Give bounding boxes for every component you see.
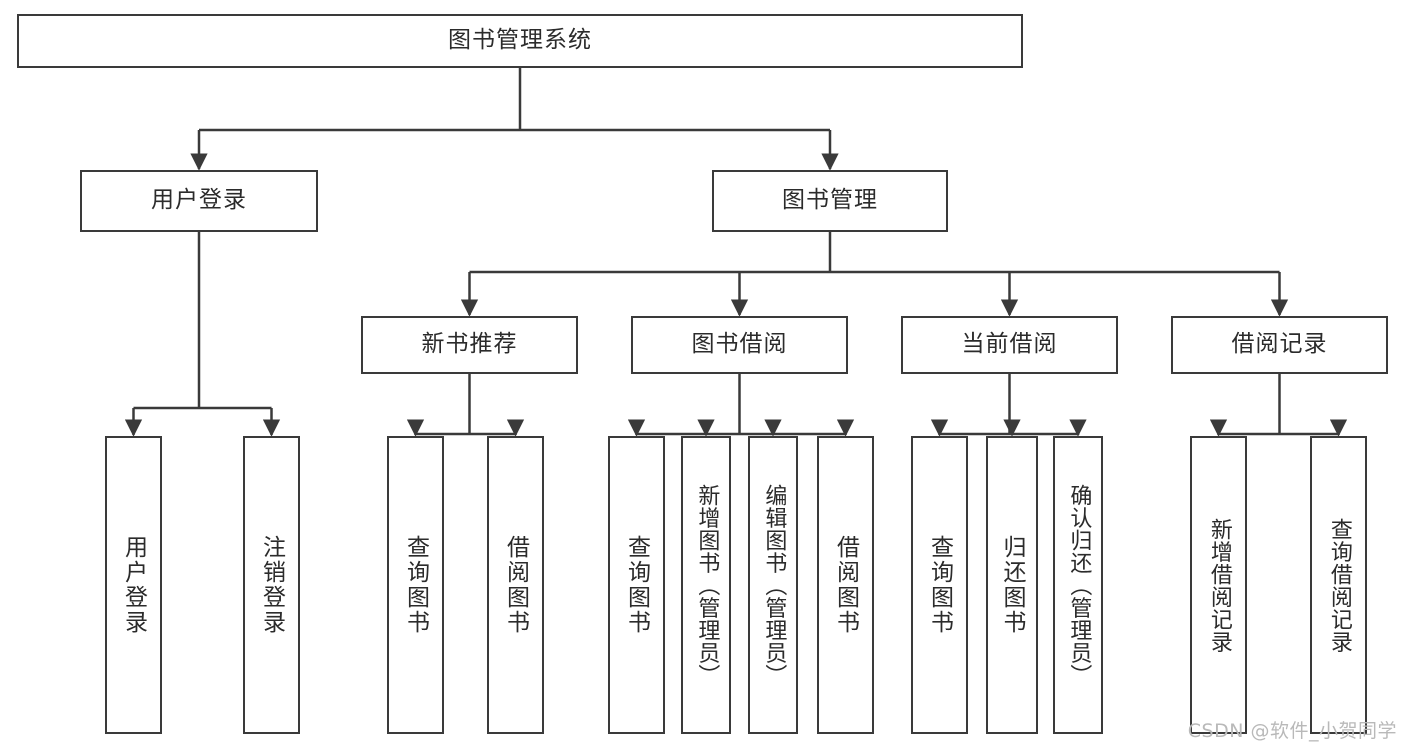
leaf-leaf-query-borrow-record[interactable]: 查询借阅记录 [1310,436,1367,734]
node-book-borrow[interactable]: 图书借阅 [631,316,848,374]
node-label: 借阅记录 [1231,331,1328,358]
leaf-leaf-user-login[interactable]: 用户登录 [105,436,162,734]
node-book-management[interactable]: 图书管理 [712,170,948,232]
leaf-leaf-logout-login[interactable]: 注销登录 [243,436,300,734]
node-label: 查询图书 [402,535,429,635]
leaf-leaf-query-book-recommend[interactable]: 查询图书 [387,436,444,734]
node-label: 新增图书（管理员） [694,483,720,687]
node-label: 注销登录 [258,535,285,635]
node-label: 新书推荐 [421,331,518,358]
node-borrow-record[interactable]: 借阅记录 [1171,316,1388,374]
leaf-leaf-add-borrow-record[interactable]: 新增借阅记录 [1190,436,1247,734]
node-label: 图书管理系统 [448,27,592,54]
node-new-book-recommend[interactable]: 新书推荐 [361,316,578,374]
leaf-leaf-borrow-book[interactable]: 借阅图书 [817,436,874,734]
node-label: 查询图书 [926,535,953,635]
node-label: 编辑图书（管理员） [761,483,787,687]
node-label: 新增借阅记录 [1206,517,1232,653]
leaf-leaf-query-book-borrow[interactable]: 查询图书 [608,436,665,734]
node-label: 借阅图书 [832,535,859,635]
leaf-leaf-edit-book-admin[interactable]: 编辑图书（管理员） [748,436,798,734]
leaf-leaf-query-book-current[interactable]: 查询图书 [911,436,968,734]
node-label: 用户登录 [120,535,147,635]
node-label: 归还图书 [999,535,1026,635]
leaf-leaf-add-book-admin[interactable]: 新增图书（管理员） [681,436,731,734]
leaf-leaf-confirm-return-admin[interactable]: 确认归还（管理员） [1053,436,1103,734]
csdn-watermark: CSDN @软件_小贺同学 [1187,720,1397,742]
node-current-borrow[interactable]: 当前借阅 [901,316,1118,374]
node-label: 查询借阅记录 [1326,517,1352,653]
node-label: 图书管理 [782,187,878,214]
node-user-login[interactable]: 用户登录 [80,170,318,232]
node-label: 当前借阅 [961,331,1058,358]
node-label: 确认归还（管理员） [1066,483,1092,687]
node-label: 图书借阅 [691,331,788,358]
leaf-leaf-return-book[interactable]: 归还图书 [986,436,1038,734]
node-label: 查询图书 [623,535,650,635]
leaf-leaf-borrow-book-recommend[interactable]: 借阅图书 [487,436,544,734]
node-label: 用户登录 [151,187,247,214]
node-root[interactable]: 图书管理系统 [17,14,1023,68]
node-label: 借阅图书 [502,535,529,635]
